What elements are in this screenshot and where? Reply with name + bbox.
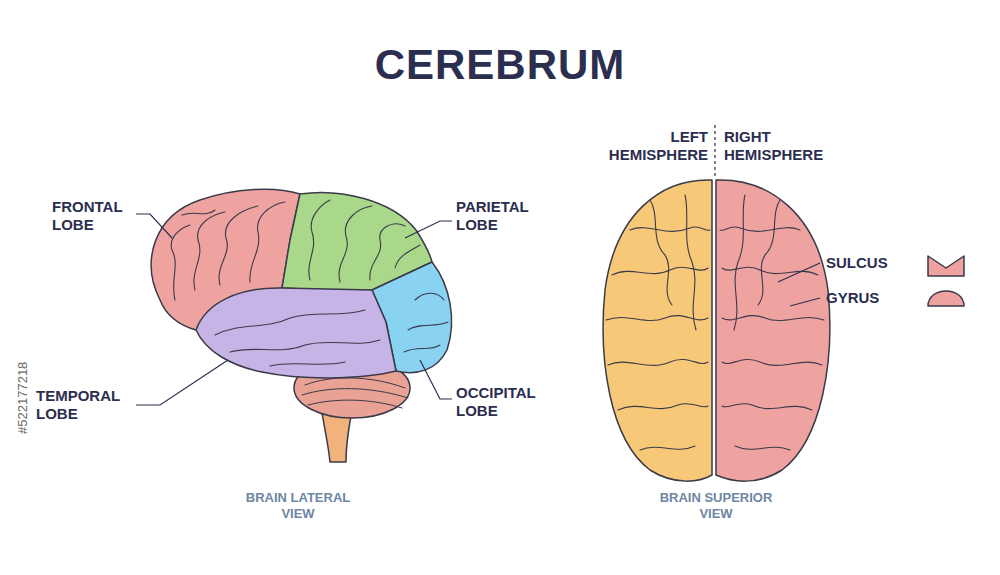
hemisphere-label: RIGHT HEMISPHERE xyxy=(724,128,846,164)
part-label: OCCIPITAL LOBE xyxy=(456,384,556,420)
leader-line xyxy=(136,214,172,238)
view-caption: BRAIN SUPERIOR VIEW xyxy=(648,490,784,521)
leader-line xyxy=(136,360,228,405)
temporal-lobe-shape xyxy=(196,288,396,378)
view-caption: BRAIN LATERAL VIEW xyxy=(232,490,364,521)
gyrus-icon xyxy=(928,291,964,306)
hemisphere-label: LEFT HEMISPHERE xyxy=(600,128,708,164)
term-label: SULCUS xyxy=(826,254,916,272)
divider-line xyxy=(714,125,715,178)
leader-line xyxy=(420,360,452,399)
watermark: #522177218 xyxy=(15,335,31,460)
sulcus-icon xyxy=(928,256,964,276)
diagram-title: CEREBRUM xyxy=(0,40,1000,90)
superior-gyri xyxy=(606,195,824,450)
term-label: GYRUS xyxy=(826,289,916,307)
leader-line xyxy=(790,298,820,306)
leader-line xyxy=(778,263,820,282)
part-label: FRONTAL LOBE xyxy=(52,198,134,234)
left-hemisphere-shape xyxy=(603,180,712,481)
leader-lines xyxy=(136,214,820,405)
cerebellum-folds xyxy=(302,378,408,408)
right-hemisphere-shape xyxy=(716,180,830,481)
leader-line xyxy=(405,221,452,238)
lateral-gyri xyxy=(171,200,448,366)
part-label: PARIETAL LOBE xyxy=(456,198,551,234)
part-label: TEMPORAL LOBE xyxy=(36,387,134,423)
